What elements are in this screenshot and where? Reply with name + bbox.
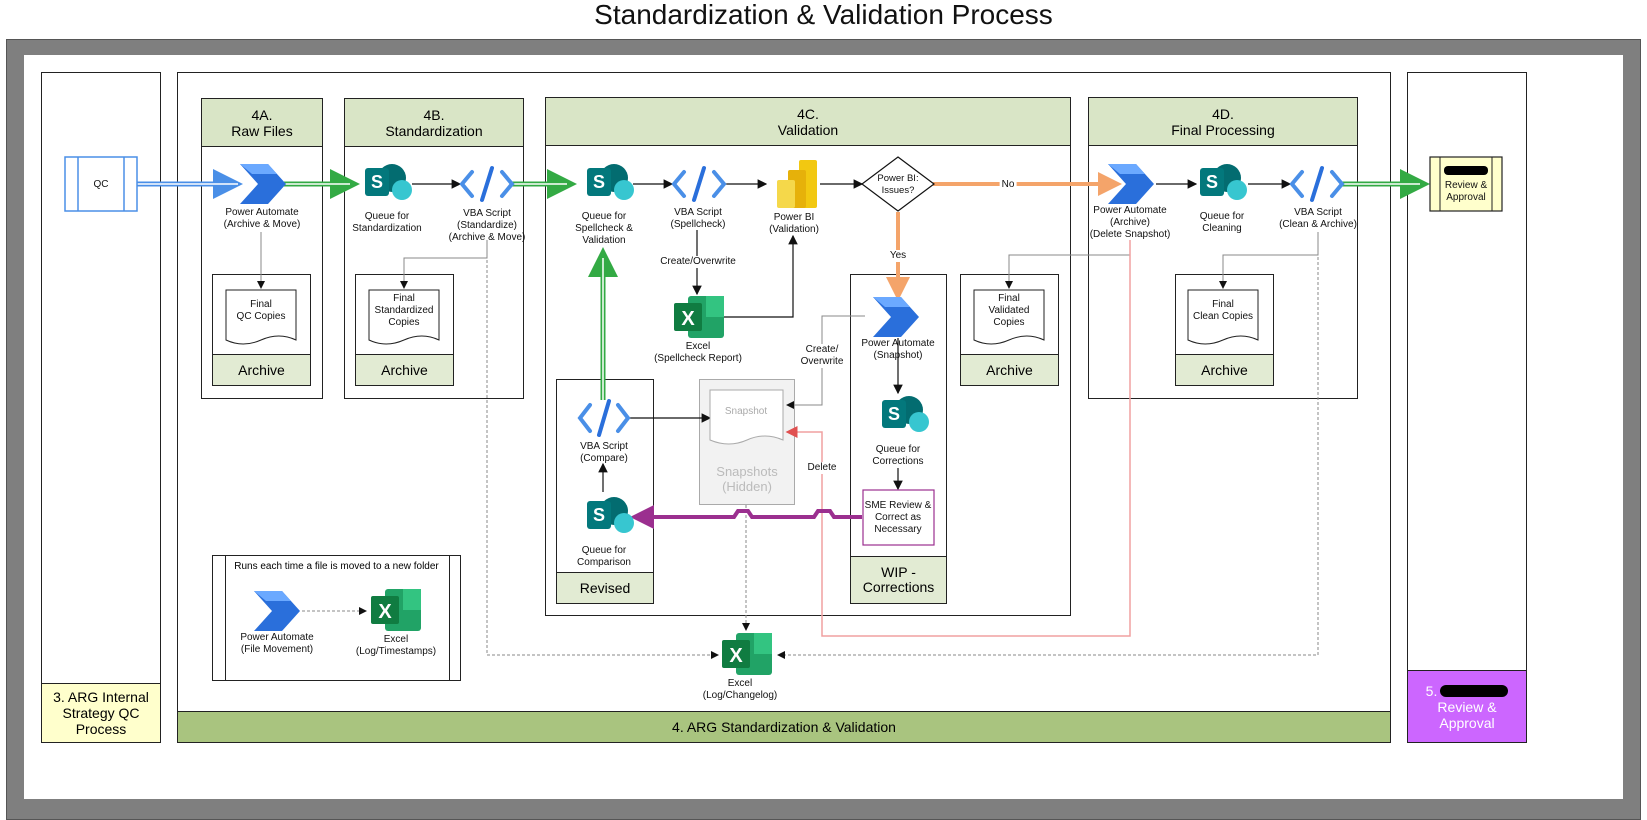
qc-node <box>64 156 138 212</box>
redaction-mark <box>1440 684 1509 697</box>
legend-box: Runs each time a file is moved to a new … <box>212 555 461 681</box>
power-automate-icon <box>240 164 286 204</box>
edge-label-create-overwrite: Create/Overwrite <box>658 256 738 268</box>
stage-4c-header: 4C.Validation <box>546 98 1070 146</box>
excel-icon: X <box>371 589 421 631</box>
vba-spell-label: VBA Script(Spellcheck) <box>670 207 726 230</box>
lane-std-footer: 4. ARG Standardization & Validation <box>178 711 1390 742</box>
edge-label-create-overwrite-2: Create/Overwrite <box>800 344 844 368</box>
excel-icon: X <box>674 296 724 338</box>
power-bi-icon <box>777 160 817 208</box>
power-automate-icon <box>254 591 300 631</box>
code-icon <box>671 166 727 202</box>
sharepoint-icon: S <box>882 396 929 432</box>
svg-text:X: X <box>681 308 695 330</box>
excel-log-label: Excel(Log/Changelog) <box>702 678 778 701</box>
code-icon <box>577 399 631 437</box>
flow-delete-snapshot <box>785 240 1131 637</box>
code-icon <box>1289 166 1345 202</box>
power-automate-icon <box>873 297 919 337</box>
excel-icon: X <box>722 633 772 675</box>
qc-label: QC <box>93 179 109 190</box>
sharepoint-icon: S <box>1200 164 1247 200</box>
doc-a <box>225 289 297 345</box>
edge-label-yes: Yes <box>887 250 909 262</box>
sme-box <box>862 489 935 546</box>
code-icon <box>459 166 515 202</box>
stage-4a-header: 4A.Raw Files <box>202 99 322 147</box>
review-label: Review &Approval <box>1444 180 1488 203</box>
pa-file-label: Power Automate(File Movement) <box>240 632 314 655</box>
vba-compare-label: VBA Script(Compare) <box>580 441 628 464</box>
pa-archive-move-label: Power Automate(Archive & Move) <box>223 207 301 230</box>
svg-text:S: S <box>371 172 383 192</box>
doc-snapshot <box>709 389 784 445</box>
sharepoint-icon: S <box>587 497 634 533</box>
excel-spell-label: Excel(Spellcheck Report) <box>654 341 742 364</box>
lane-review-footer: 5. Review & Approval <box>1408 670 1526 742</box>
svg-text:S: S <box>593 505 605 525</box>
svg-text:S: S <box>1206 172 1218 192</box>
stage-4d: 4D.Final Processing <box>1088 97 1358 399</box>
pa-snapshot-label: Power Automate(Snapshot) <box>861 338 935 361</box>
page-title: Standardization & Validation Process <box>594 0 1053 30</box>
svg-text:S: S <box>593 172 605 192</box>
doc-c <box>973 289 1045 345</box>
decision-diamond <box>861 156 935 212</box>
sharepoint-icon: S <box>587 164 634 200</box>
edge-label-no: No <box>999 179 1017 191</box>
pa-delete-label: Power Automate(Archive)(Delete Snapshot) <box>1089 205 1171 240</box>
doc-d <box>1187 289 1259 345</box>
vba-clean-label: VBA Script(Clean & Archive) <box>1279 207 1357 230</box>
svg-text:X: X <box>378 601 392 623</box>
edge-label-delete: Delete <box>805 462 839 474</box>
redaction-bar <box>1444 166 1488 175</box>
vba-std-label: VBA Script(Standardize)(Archive & Move) <box>448 208 526 243</box>
svg-text:X: X <box>729 645 743 667</box>
flow-sme-to-compare <box>630 505 862 529</box>
doc-b <box>368 289 440 345</box>
legend-title: Runs each time a file is moved to a new … <box>234 561 439 572</box>
pbi-label: Power BI(Validation) <box>769 212 819 235</box>
svg-text:S: S <box>888 404 900 424</box>
revised-container: Revised <box>556 379 654 604</box>
stage-4d-header: 4D.Final Processing <box>1089 98 1357 146</box>
sharepoint-icon: S <box>365 164 412 200</box>
lane-qc-footer: 3. ARG Internal Strategy QC Process <box>42 683 160 742</box>
power-automate-icon <box>1108 164 1154 204</box>
snapshot-doc-label: Snapshot <box>724 406 768 417</box>
decision-label: Power BI:Issues? <box>877 173 919 196</box>
excel-ts-label: Excel(Log/Timestamps) <box>355 634 437 657</box>
stage-4b-header: 4B.Standardization <box>345 99 523 147</box>
